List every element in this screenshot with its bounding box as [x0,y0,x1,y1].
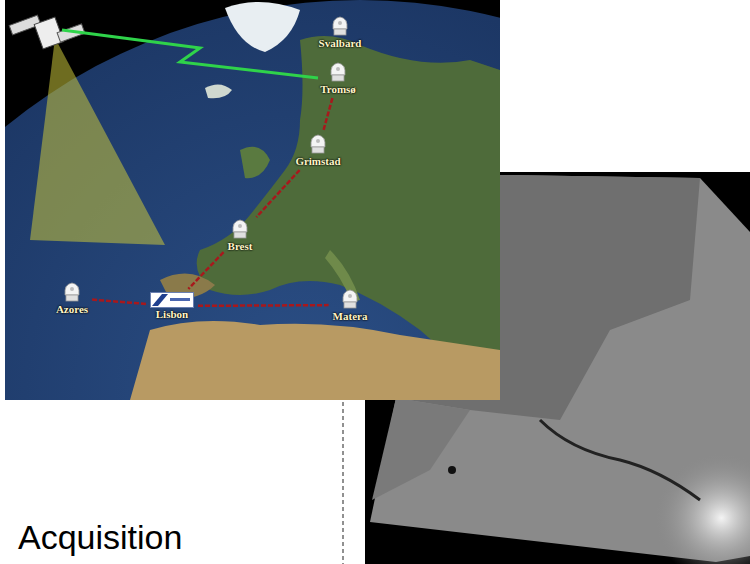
downlink [62,30,318,78]
station-label: Brest [228,240,253,252]
ground-station: Grimstad [293,132,342,168]
station-label: Azores [56,303,88,315]
station-label: Lisbon [156,308,188,320]
ground-station: Svalbard [317,14,364,50]
station-label: Svalbard [319,37,362,49]
ground-station-icon [328,61,348,83]
ground-station: Lisbon [148,291,196,321]
divider-line [343,402,344,564]
data-link [256,170,299,217]
data-link [188,252,223,289]
ground-station: Tromsø [318,60,358,96]
ground-station-icon [230,218,250,240]
ground-station: Brest [226,217,255,253]
ground-station-icon [330,15,350,37]
station-label: Grimstad [295,155,340,167]
ground-station-icon [62,281,82,303]
stage-label: Acquisition [18,518,182,557]
ground-station: Matera [331,287,370,323]
ground-station-icon [340,288,360,310]
data-link [198,304,329,307]
data-link [324,98,333,130]
data-link [92,300,146,304]
globe-panel [5,0,500,400]
ground-station: Azores [54,280,90,316]
ground-station-icon [308,133,328,155]
station-label: Tromsø [320,83,356,95]
agency-logo [150,292,194,308]
station-label: Matera [333,310,368,322]
sensor-beam [30,38,165,245]
